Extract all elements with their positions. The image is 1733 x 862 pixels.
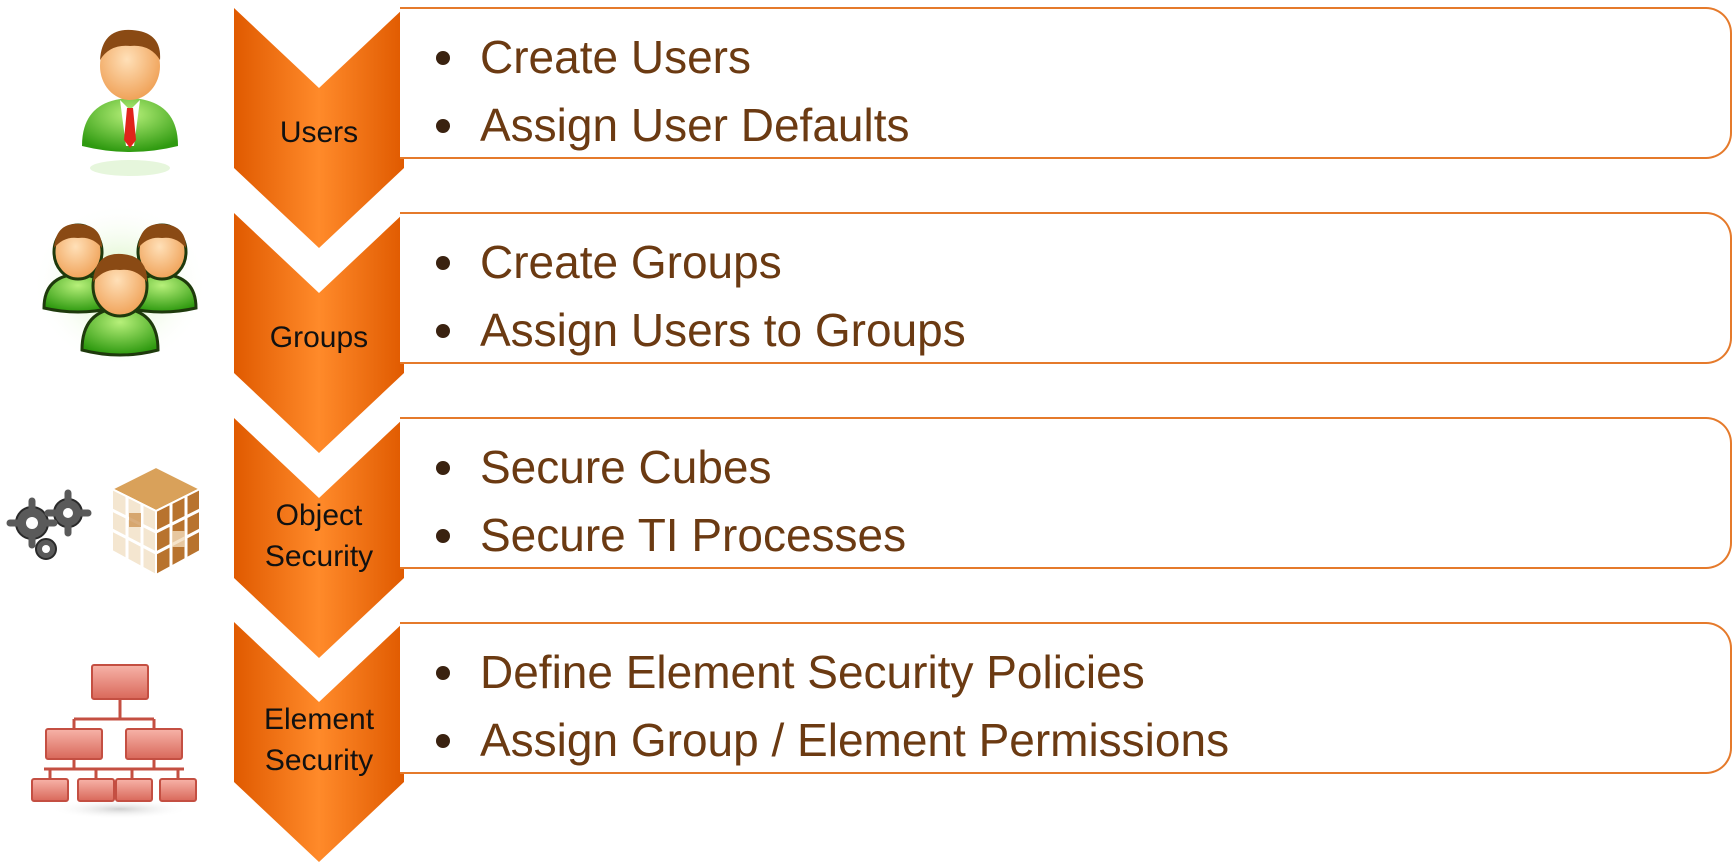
object-security-icon-cell <box>0 455 220 585</box>
chevron-label-users: Users <box>279 116 359 149</box>
element-security-task-box: Define Element Security Policies Assign … <box>400 622 1732 774</box>
users-bullet-list: Create Users Assign User Defaults <box>436 23 910 159</box>
chevron-element-security: Element Security <box>234 622 404 862</box>
chevron-arrow-shape <box>234 8 404 248</box>
chevron-arrow-shape <box>234 213 404 453</box>
groups-icon-cell <box>0 200 220 370</box>
chevron-label-object-security: Object Security <box>264 499 374 573</box>
element-security-bullet-list: Define Element Security Policies Assign … <box>436 638 1229 774</box>
hierarchy-icon <box>31 664 197 819</box>
bullet-item: Secure Cubes <box>436 433 906 501</box>
bullet-item: Create Groups <box>436 228 966 296</box>
group-icon <box>32 203 208 367</box>
chevron-arrow-shape <box>234 418 404 658</box>
groups-task-box: Create Groups Assign Users to Groups <box>400 212 1732 364</box>
chevron-users: Users <box>234 8 404 248</box>
chevron-object-security: Object Security <box>234 418 404 658</box>
user-icon <box>82 29 178 176</box>
bullet-item: Secure TI Processes <box>436 501 906 569</box>
gears-icon <box>6 489 92 560</box>
object-security-bullet-list: Secure Cubes Secure TI Processes <box>436 433 906 569</box>
cube-icon <box>109 465 203 577</box>
bullet-item: Create Users <box>436 23 910 91</box>
bullet-item: Assign User Defaults <box>436 91 910 159</box>
element-security-icon-cell <box>0 655 220 825</box>
bullet-item: Assign Users to Groups <box>436 296 966 364</box>
bullet-item: Define Element Security Policies <box>436 638 1229 706</box>
chevron-groups: Groups <box>234 213 404 453</box>
chevron-label-element-security: Element Security <box>263 703 375 777</box>
bullet-item: Assign Group / Element Permissions <box>436 706 1229 774</box>
users-task-box: Create Users Assign User Defaults <box>400 7 1732 159</box>
object-security-task-box: Secure Cubes Secure TI Processes <box>400 417 1732 569</box>
chevron-arrow-shape <box>234 622 404 862</box>
chevron-label-groups: Groups <box>269 321 369 354</box>
groups-bullet-list: Create Groups Assign Users to Groups <box>436 228 966 364</box>
users-icon-cell <box>0 18 220 178</box>
